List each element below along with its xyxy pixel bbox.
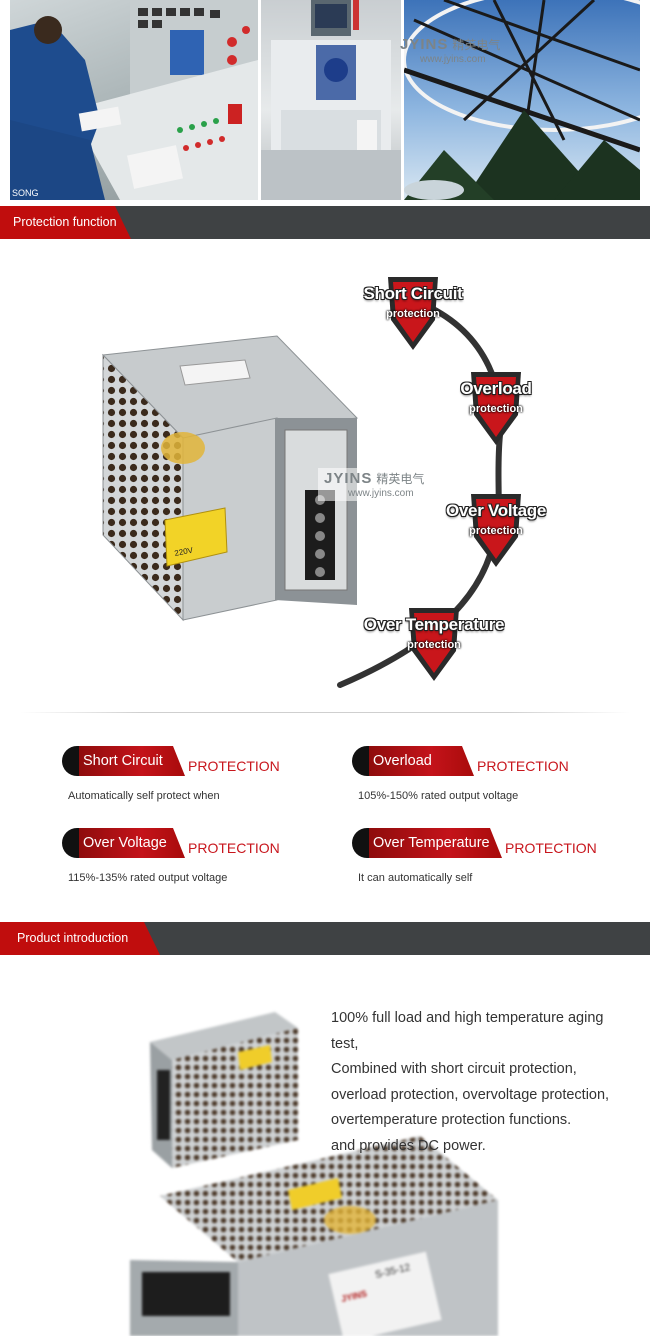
shield-icon: [409, 608, 459, 681]
shield-icon: [471, 372, 521, 445]
watermark-url: www.jyins.com: [420, 54, 486, 65]
badge-overload: Overload protection: [436, 367, 556, 459]
watermark-brand: JYINS: [400, 36, 449, 53]
badge-title: Over Temperature: [363, 615, 505, 634]
product-description: 100% full load and high temperature agin…: [331, 1006, 631, 1159]
product-section-title: Product introduction: [0, 922, 160, 955]
badge-title: Short Circuit: [363, 284, 463, 303]
badge-sub: protection: [386, 308, 440, 320]
power-supply-illustration: 220V: [95, 330, 365, 630]
watermark-cn: 精英电气: [376, 472, 425, 486]
feature-overload: Overload PROTECTION 105%-150% rated outp…: [352, 746, 632, 806]
watermark-cn: 精英电气: [452, 38, 501, 52]
feature-short-circuit: Short Circuit PROTECTION Automatically s…: [62, 746, 342, 806]
product-line: and provides DC power.: [331, 1137, 486, 1154]
assembly-machine-photo: [261, 0, 401, 200]
control-room-caption: SONG: [12, 188, 39, 198]
badge-short-circuit: Short Circuit protection: [353, 272, 473, 364]
badge-over-temperature: Over Temperature protection: [364, 603, 504, 695]
feature-suffix: PROTECTION: [477, 758, 569, 774]
psu-voltage-label: 220V: [174, 545, 195, 558]
feature-label: Over Voltage: [62, 828, 185, 858]
divider: [20, 712, 630, 713]
control-room-photo: SONG: [10, 0, 258, 200]
badge-sub: protection: [407, 639, 461, 651]
feature-suffix: PROTECTION: [188, 840, 280, 856]
product-line: Combined with short circuit protection, …: [331, 1061, 610, 1128]
shield-icon: [471, 494, 521, 567]
product-section-header: Product introduction: [0, 922, 650, 955]
badge-sub: protection: [469, 525, 523, 537]
product-photo: S-35-12 JYINS: [120, 1000, 510, 1336]
feature-label: Overload: [352, 746, 474, 776]
badge-title: Over Voltage: [445, 501, 546, 520]
feature-suffix: PROTECTION: [188, 758, 280, 774]
feature-label: Over Temperature: [352, 828, 502, 858]
feature-desc: Automatically self protect when: [68, 790, 220, 802]
feature-over-voltage: Over Voltage PROTECTION 115%-135% rated …: [62, 828, 342, 888]
feature-over-temperature: Over Temperature PROTECTION It can autom…: [352, 828, 632, 888]
feature-desc: 115%-135% rated output voltage: [68, 872, 228, 884]
satellite-antenna-photo: [404, 0, 640, 200]
watermark-brand: JYINS: [324, 470, 373, 487]
protection-section-title: Protection function: [0, 206, 131, 239]
feature-suffix: PROTECTION: [505, 840, 597, 856]
watermark-url: www.jyins.com: [348, 488, 414, 499]
feature-desc: It can automatically self: [358, 872, 473, 884]
feature-desc: 105%-150% rated output voltage: [358, 790, 519, 802]
product-line: 100% full load and high temperature agin…: [331, 1010, 604, 1052]
feature-label: Short Circuit: [62, 746, 185, 776]
badge-over-voltage: Over Voltage protection: [436, 489, 556, 581]
badge-title: Overload: [460, 379, 532, 398]
shield-icon: [388, 277, 438, 350]
protection-section-header: Protection function: [0, 206, 650, 239]
badge-sub: protection: [469, 403, 523, 415]
